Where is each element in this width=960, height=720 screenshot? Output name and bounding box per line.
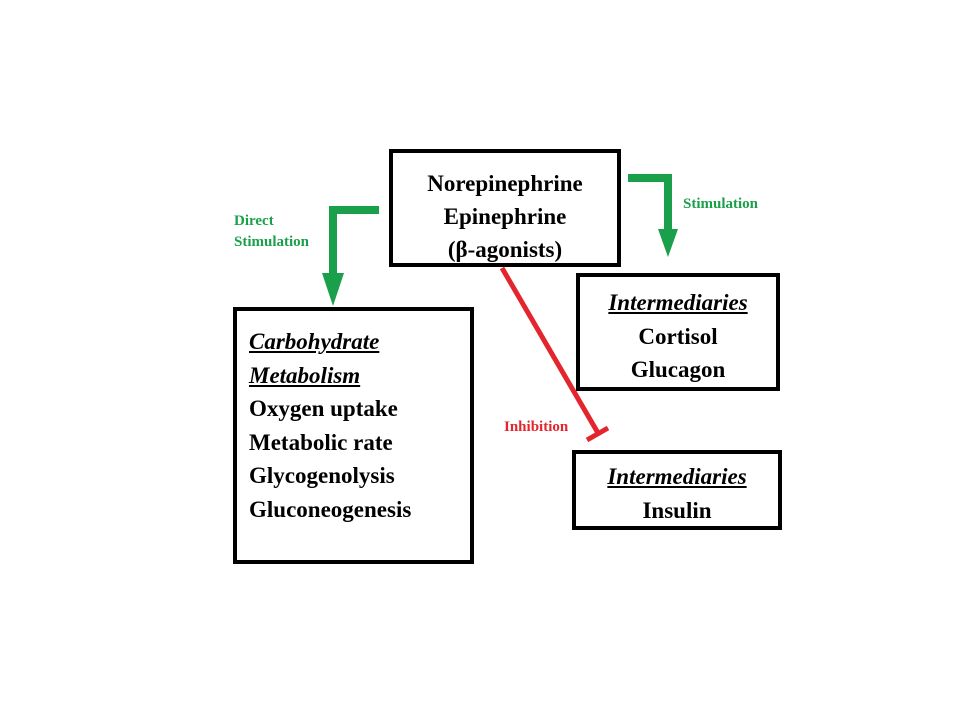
carbohydrate-item: Gluconeogenesis	[249, 496, 412, 522]
direct-stimulation-label-line-2: Stimulation	[234, 234, 310, 250]
carbohydrate-item: Glycogenolysis	[249, 463, 395, 488]
direct-stimulation-arrowhead	[322, 273, 344, 306]
source-box: Norepinephrine Epinephrine (β-agonists)	[389, 149, 621, 267]
carbohydrate-item: Metabolic rate	[249, 429, 393, 455]
direct-stimulation-label: Direct Stimulation	[234, 211, 309, 253]
stimulation-arrowhead	[658, 229, 678, 257]
inhibited-intermediary-item: Insulin	[642, 498, 712, 523]
source-line-1: Norepinephrine	[427, 171, 583, 196]
direct-stimulation-arrow	[329, 206, 379, 275]
source-line-2: Epinephrine	[443, 204, 567, 229]
stimulation-arrow	[628, 174, 672, 232]
carbohydrate-metabolism-box: Carbohydrate Metabolism Oxygen uptake Me…	[233, 307, 474, 564]
inhibited-intermediaries-box: Intermediaries Insulin	[572, 450, 782, 530]
stimulated-intermediary-item: Glucagon	[630, 357, 726, 382]
stimulated-intermediary-item: Cortisol	[638, 323, 718, 349]
stimulation-label: Stimulation	[683, 196, 759, 212]
carbohydrate-title-line-2: Metabolism	[249, 362, 361, 388]
stimulated-intermediaries-title: Intermediaries	[608, 290, 748, 315]
inhibition-label: Inhibition	[504, 419, 569, 435]
inhibition-line	[499, 266, 601, 435]
inhibition-bar	[585, 425, 610, 443]
carbohydrate-item: Oxygen uptake	[249, 396, 398, 421]
source-line-3: (β-agonists)	[447, 237, 563, 262]
inhibited-intermediaries-title: Intermediaries	[607, 464, 747, 489]
direct-stimulation-label-line-1: Direct	[234, 213, 274, 229]
stimulated-intermediaries-box: Intermediaries Cortisol Glucagon	[576, 273, 780, 391]
carbohydrate-title-line-1: Carbohydrate	[249, 329, 380, 354]
